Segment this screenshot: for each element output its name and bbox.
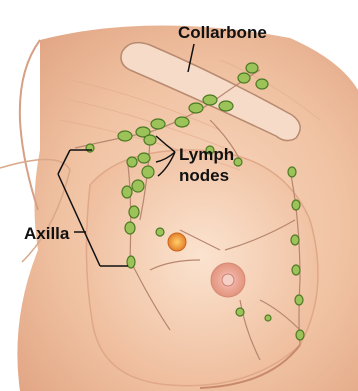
lymph-node — [296, 330, 304, 340]
collarbone-label: Collarbone — [178, 23, 267, 42]
lymph-node — [142, 166, 154, 178]
lymph-node — [175, 117, 189, 127]
lymph-node — [118, 131, 132, 141]
lymph-node — [238, 73, 250, 83]
lymph-node — [234, 158, 242, 166]
lymph-node — [265, 315, 271, 321]
lymph-node — [132, 180, 144, 192]
nipple — [222, 274, 234, 286]
tumor — [168, 233, 186, 251]
axilla-label: Axilla — [24, 224, 70, 243]
breast-mound — [86, 150, 318, 386]
lymph-node — [127, 256, 135, 268]
lymph-node — [144, 135, 156, 145]
lymph-node — [125, 222, 135, 234]
lymph-node — [127, 157, 137, 167]
lymph-nodes-label-line2: nodes — [179, 166, 229, 185]
lymph-node — [292, 200, 300, 210]
lymph-node — [246, 63, 258, 73]
lymph-node — [288, 167, 296, 177]
lymph-node — [256, 79, 268, 89]
lymph-node — [151, 119, 165, 129]
lymph-node — [138, 153, 150, 163]
lymph-node — [295, 295, 303, 305]
lymph-node — [189, 103, 203, 113]
lymph-node — [122, 186, 132, 198]
lymph-node — [292, 265, 300, 275]
lymph-node — [129, 206, 139, 218]
lymph-nodes-label-line1: Lymph — [179, 145, 234, 164]
lymph-node — [86, 144, 94, 152]
lymph-node — [156, 228, 164, 236]
lymph-node — [203, 95, 217, 105]
lymph-node — [291, 235, 299, 245]
lymph-node — [236, 308, 244, 316]
lymph-node — [219, 101, 233, 111]
